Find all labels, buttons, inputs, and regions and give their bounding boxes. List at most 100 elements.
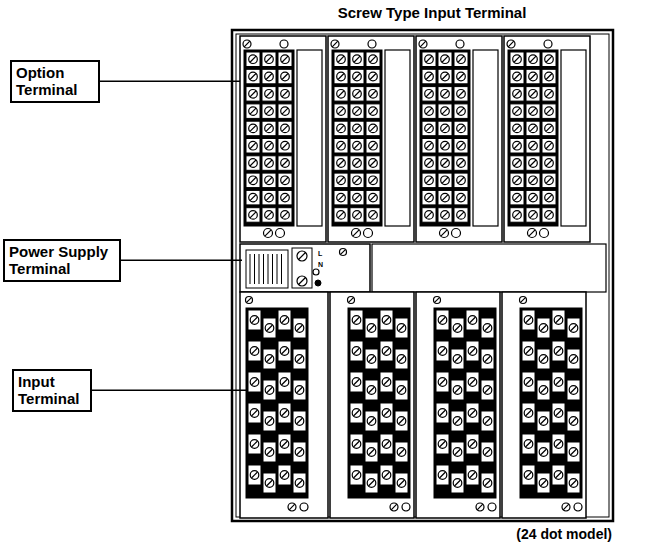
screw-head: [337, 107, 346, 116]
screw-head: [265, 479, 274, 488]
screw-head: [453, 479, 462, 488]
screw-head: [539, 479, 548, 488]
option-terminal-module: [240, 36, 326, 242]
screw-slot: [454, 387, 460, 393]
screw-slot: [266, 108, 272, 114]
terminal-cell: [542, 139, 556, 154]
screw-head: [529, 90, 538, 99]
figure-title: Screw Type Input Terminal: [338, 4, 527, 21]
screw-head: [369, 176, 378, 185]
screw-head: [554, 440, 563, 449]
screw-head: [468, 316, 477, 325]
terminal-cell: [537, 380, 550, 400]
terminal-cell: [380, 310, 393, 330]
screw-slot: [546, 143, 552, 149]
screw-slot: [338, 160, 344, 166]
screw-slot: [540, 325, 546, 331]
terminal-cell: [526, 69, 540, 84]
terminal-cell: [522, 465, 535, 485]
screw-slot: [250, 73, 256, 79]
screw-slot: [530, 108, 536, 114]
terminal-cell: [365, 349, 378, 369]
screw-slot: [296, 480, 302, 486]
terminal-cell: [438, 156, 452, 171]
terminal-cell: [522, 372, 535, 392]
screw-head: [425, 90, 434, 99]
terminal-cell: [526, 156, 540, 171]
screw-head: [453, 448, 462, 457]
screw-head: [397, 417, 406, 426]
screw-head: [524, 378, 533, 387]
screw-slot: [426, 212, 432, 218]
screw-head: [524, 347, 533, 356]
screw-head: [281, 211, 290, 220]
screw-slot: [484, 449, 490, 455]
terminal-cell: [567, 318, 580, 338]
terminal-cell: [510, 69, 524, 84]
terminal-cell: [263, 349, 276, 369]
terminal-cell: [510, 87, 524, 102]
terminal-cell: [248, 310, 261, 330]
terminal-cell: [436, 434, 449, 454]
terminal-cell: [350, 52, 364, 67]
mount-hole: [456, 40, 464, 48]
screw-head: [513, 124, 522, 133]
screw-slot: [370, 212, 376, 218]
screw-head: [250, 440, 259, 449]
screw-head: [353, 107, 362, 116]
option-terminal-module: [328, 36, 414, 242]
terminal-cell: [481, 411, 494, 431]
screw-head: [337, 176, 346, 185]
leader-line: [92, 390, 246, 392]
screw-slot: [391, 504, 397, 510]
screw-slot: [442, 125, 448, 131]
screw-slot: [383, 472, 389, 478]
screw-head: [545, 124, 554, 133]
screw-slot: [353, 379, 359, 385]
mount-hole: [540, 229, 549, 238]
mount-hole: [364, 229, 373, 238]
terminal-cell: [350, 310, 363, 330]
screw-head: [352, 471, 361, 480]
terminal-cell: [422, 104, 436, 119]
terminal-cell: [246, 87, 260, 102]
terminal-cell: [454, 69, 468, 84]
terminal-cell: [366, 104, 380, 119]
screw-slot: [354, 125, 360, 131]
screw-head: [369, 107, 378, 116]
terminal-cell: [365, 411, 378, 431]
power-frame: [240, 244, 370, 292]
screw-head: [513, 72, 522, 81]
screw-slot: [338, 73, 344, 79]
screw-head: [539, 324, 548, 333]
screw-head: [250, 347, 259, 356]
screw-slot: [370, 125, 376, 131]
screw-head: [513, 193, 522, 202]
terminal-cell: [263, 380, 276, 400]
screw-slot: [266, 387, 272, 393]
terminal-cell: [262, 139, 276, 154]
screw-slot: [514, 143, 520, 149]
screw-slot: [514, 177, 520, 183]
screw-slot: [546, 125, 552, 131]
screw-slot: [354, 91, 360, 97]
screw-slot: [546, 91, 552, 97]
screw-head: [367, 324, 376, 333]
mount-screw: [562, 503, 570, 511]
module-frame: [330, 292, 414, 518]
screw-slot: [540, 387, 546, 393]
blank-cover: [297, 50, 322, 226]
terminal-cell: [526, 139, 540, 154]
terminal-cell: [350, 173, 364, 188]
screw-head: [265, 417, 274, 426]
screw-head: [569, 448, 578, 457]
terminal-cell: [246, 156, 260, 171]
input-terminal-module: [416, 292, 500, 518]
cover-rib: [254, 254, 255, 284]
mount-screw: [390, 503, 398, 511]
screw-head: [352, 316, 361, 325]
terminal-cell: [438, 139, 452, 154]
terminal-cell: [454, 87, 468, 102]
screw-slot: [469, 317, 475, 323]
screw-head: [353, 72, 362, 81]
